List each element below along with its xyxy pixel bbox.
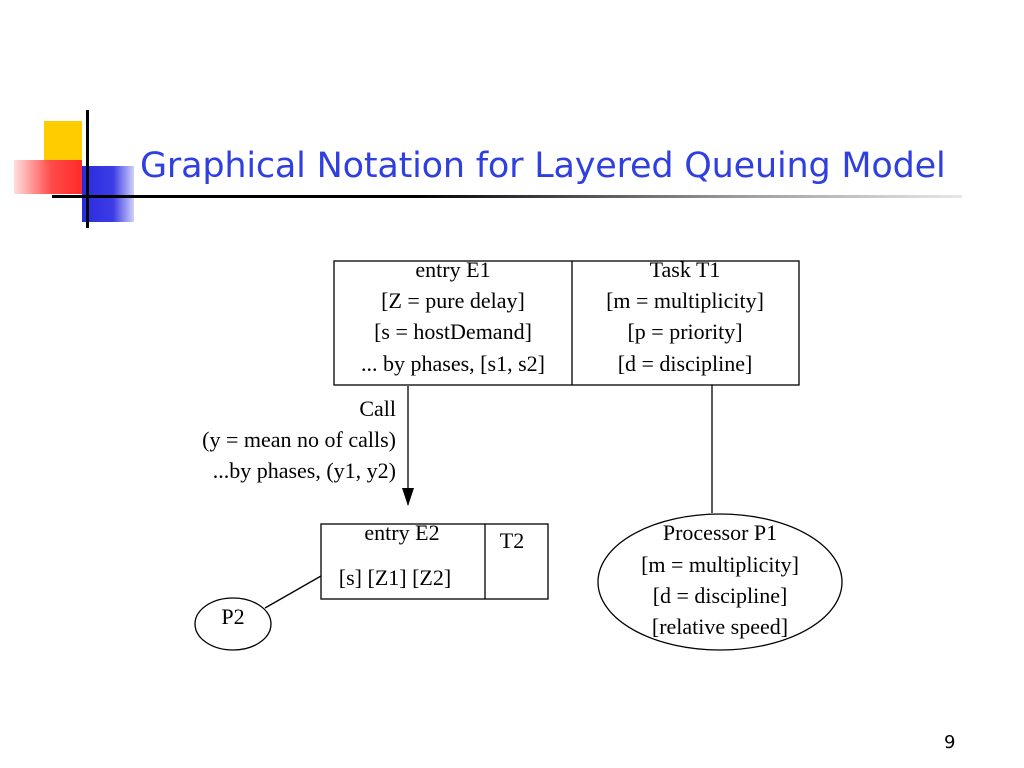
logo-yellow-square (44, 121, 82, 165)
processor-p1: Processor P1 [m = multiplicity] [d = dis… (597, 513, 843, 651)
call-line: ...by phases, (y1, y2) (213, 458, 396, 483)
page-number: 9 (944, 732, 956, 753)
task-t2-box: entry E2 [s] [Z1] [Z2] T2 (320, 520, 549, 600)
page-title: Graphical Notation for Layered Queuing M… (140, 146, 946, 186)
processor-p2: P2 (194, 597, 272, 651)
call-annotation: Call (y = mean no of calls) ...by phases… (202, 396, 396, 483)
task-t1-line: [p = priority] (627, 319, 742, 344)
processor-p1-label: Processor P1 (663, 520, 777, 545)
processor-p2-label: P2 (221, 604, 244, 629)
processor-p2-ellipse (194, 597, 272, 651)
entry-e2-label: entry E2 (364, 520, 439, 545)
task-t1-line: [m = multiplicity] (606, 288, 764, 313)
logo-red-square (14, 160, 82, 194)
task-t1-box: entry E1 [Z = pure delay] [s = hostDeman… (333, 257, 800, 386)
title-rule (52, 195, 962, 198)
processor-p1-line: [relative speed] (652, 614, 788, 639)
task-t1-line: [d = discipline] (618, 351, 753, 376)
task-t2-outline (320, 523, 549, 600)
t2-processor-link (264, 575, 322, 609)
entry-e2-params: [s] [Z1] [Z2] (339, 565, 451, 590)
entry-e1-line: [Z = pure delay] (381, 288, 525, 313)
task-t1-outline (333, 260, 800, 386)
entry-e1-line: [s = hostDemand] (374, 319, 532, 344)
call-line: (y = mean no of calls) (202, 427, 396, 452)
processor-p1-ellipse (597, 513, 843, 651)
logo-vertical-line (86, 110, 89, 228)
entry-e1-line: ... by phases, [s1, s2] (361, 351, 545, 376)
logo-blue-square (82, 166, 134, 222)
processor-p1-line: [d = discipline] (653, 583, 788, 608)
task-t2-label: T2 (500, 528, 524, 553)
entry-e1-label: entry E1 (415, 257, 490, 282)
call-label: Call (359, 396, 396, 421)
processor-p1-line: [m = multiplicity] (641, 552, 799, 577)
task-t1-label: Task T1 (650, 257, 721, 282)
